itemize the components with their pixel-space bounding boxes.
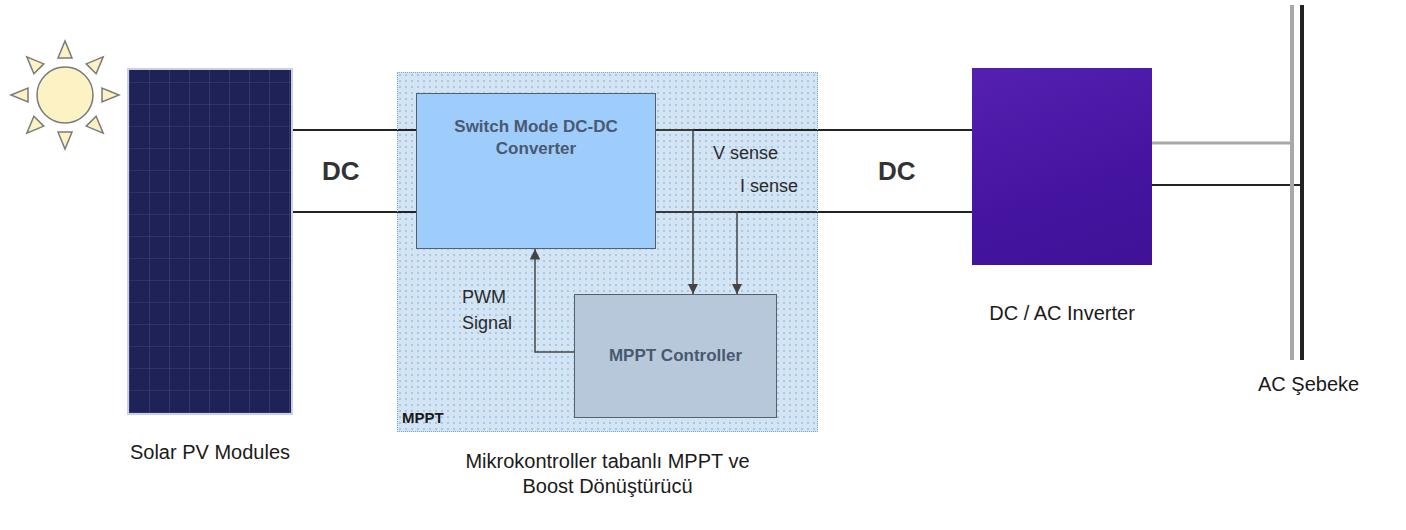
dc-label: DC <box>322 156 360 187</box>
dc-label: DC <box>878 156 916 187</box>
signal-label: V sense <box>713 143 778 165</box>
signal-label: PWM Signal <box>462 284 524 336</box>
mppt-region: MPPTMikrokontroller tabanlı MPPT ve Boos… <box>397 72 818 432</box>
wire <box>656 129 972 131</box>
wire <box>1152 142 1292 145</box>
solar-panel: Solar PV Modules <box>127 68 293 415</box>
grid-label: AC Şebeke <box>1258 372 1359 397</box>
box-label: Switch Mode DC-DC Converter <box>436 116 636 160</box>
node-caption: DC / AC Inverter <box>989 301 1135 326</box>
converter-box: Switch Mode DC-DC Converter <box>416 93 656 249</box>
inverter-box: DC / AC Inverter <box>972 68 1152 265</box>
box-label: MPPT Controller <box>609 345 742 367</box>
grid-bus: AC Şebeke <box>1288 5 1306 360</box>
wire <box>1152 184 1300 186</box>
region-tag: MPPT <box>402 409 444 428</box>
grid-phase-bar <box>1290 5 1294 360</box>
region-caption: Mikrokontroller tabanlı MPPT ve Boost Dö… <box>465 449 750 499</box>
node-caption: Solar PV Modules <box>130 440 290 465</box>
signal-label: I sense <box>740 176 798 198</box>
signal-arrow <box>656 212 737 294</box>
controller-box: MPPT Controller <box>574 294 777 418</box>
grid-neutral-bar <box>1300 5 1304 360</box>
signal-arrow <box>535 249 574 352</box>
